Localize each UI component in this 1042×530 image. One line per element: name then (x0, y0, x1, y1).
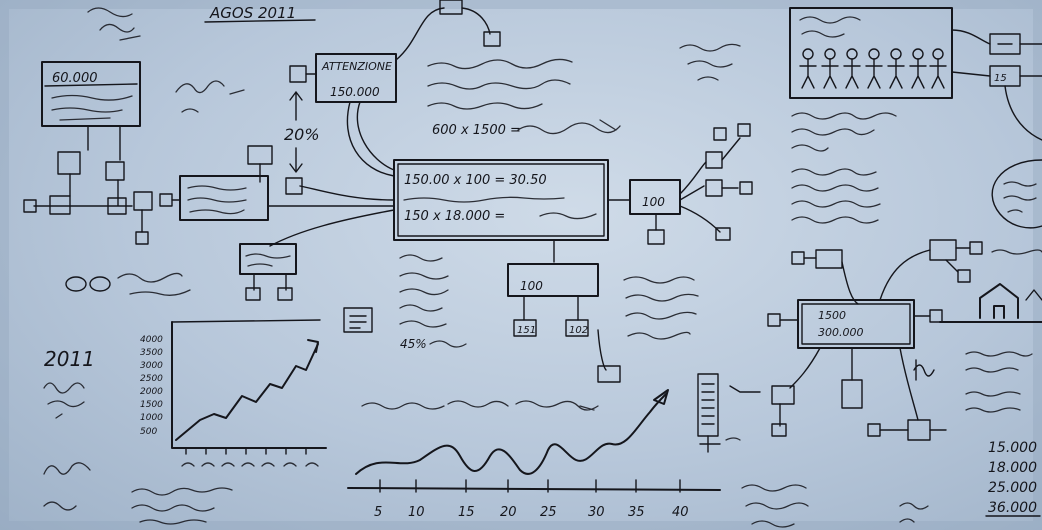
sketch-wave-chart: 5 10 15 20 25 30 35 40 (347, 389, 721, 520)
center-box: 150.00 x 100 = 30.50 150 x 18.000 = (393, 159, 609, 241)
y-tick-4: 2000 (140, 387, 163, 397)
box-151: 151 (517, 325, 536, 336)
pct-45: 45% (400, 337, 427, 351)
y-tick-3: 2500 (140, 374, 163, 384)
box-60000-label: 60.000 (52, 71, 98, 86)
box-100b: 100 (520, 279, 543, 293)
y-tick-7: 500 (140, 427, 157, 437)
box-100: 100 (642, 195, 665, 209)
box-300: 300.000 (818, 326, 864, 339)
y-tick-2: 3000 (140, 361, 163, 371)
y-tick-0: 4000 (140, 335, 163, 345)
x-tick-0: 5 (374, 505, 382, 520)
right-number-list: 15.000 18.000 25.000 36.000 (985, 440, 1041, 517)
x-tick-7: 40 (672, 505, 689, 520)
box-15: 15 (994, 73, 1007, 84)
sketch-line-chart: 4000 3500 3000 2500 2000 1500 1000 500 (140, 319, 327, 467)
top-date: AGOS 2011 (209, 4, 296, 22)
box-102: 102 (569, 325, 588, 336)
y-tick-5: 1500 (140, 400, 163, 410)
center-line3: 150 x 18.000 = (404, 209, 505, 224)
x-tick-1: 10 (408, 505, 425, 520)
x-tick-4: 25 (540, 505, 557, 520)
people-box (789, 7, 953, 99)
box-attention-value: 150.000 (330, 85, 380, 99)
right-number-2: 25.000 (988, 480, 1037, 496)
box-attention-label: ATTENZIONE (321, 60, 392, 73)
right-number-0: 15.000 (988, 440, 1037, 456)
box-60000: 60.000 (41, 61, 141, 127)
box-attention: ATTENZIONE 150.000 (315, 53, 397, 103)
center-line1: 150.00 x 100 = 30.50 (404, 173, 547, 188)
y-tick-6: 1000 (140, 413, 163, 423)
x-tick-5: 30 (588, 505, 605, 520)
right-number-1: 18.000 (988, 460, 1037, 476)
year-2011: 2011 (44, 347, 95, 371)
label-20pct: 20% (284, 125, 320, 144)
right-number-3: 36.000 (988, 500, 1037, 516)
x-tick-3: 20 (500, 505, 517, 520)
box-1500-hub: 1500 300.000 (797, 299, 915, 349)
x-tick-2: 15 (458, 505, 475, 520)
box-1500: 1500 (818, 309, 846, 322)
formula: 600 x 1500 = (432, 123, 521, 138)
y-tick-labels: 4000 3500 3000 2500 2000 1500 1000 500 (140, 335, 163, 437)
x-tick-6: 35 (628, 505, 645, 520)
y-tick-1: 3500 (140, 348, 163, 358)
